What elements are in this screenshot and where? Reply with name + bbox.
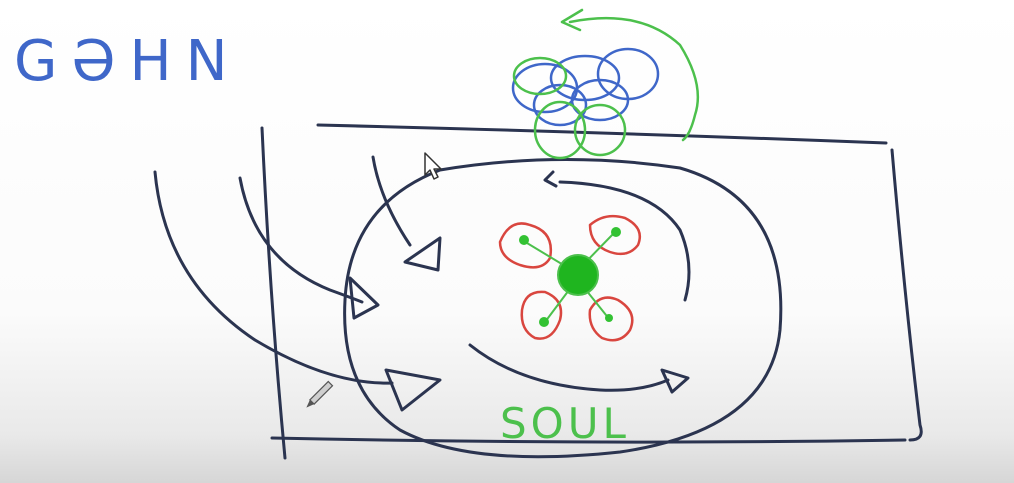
label-top-left: GƏHN bbox=[14, 29, 241, 94]
pen-tool-icon bbox=[304, 381, 332, 409]
green-core bbox=[558, 255, 598, 295]
blue-loops bbox=[513, 49, 658, 125]
label-bottom: SOUL bbox=[500, 399, 630, 448]
core-diagram bbox=[500, 216, 640, 340]
